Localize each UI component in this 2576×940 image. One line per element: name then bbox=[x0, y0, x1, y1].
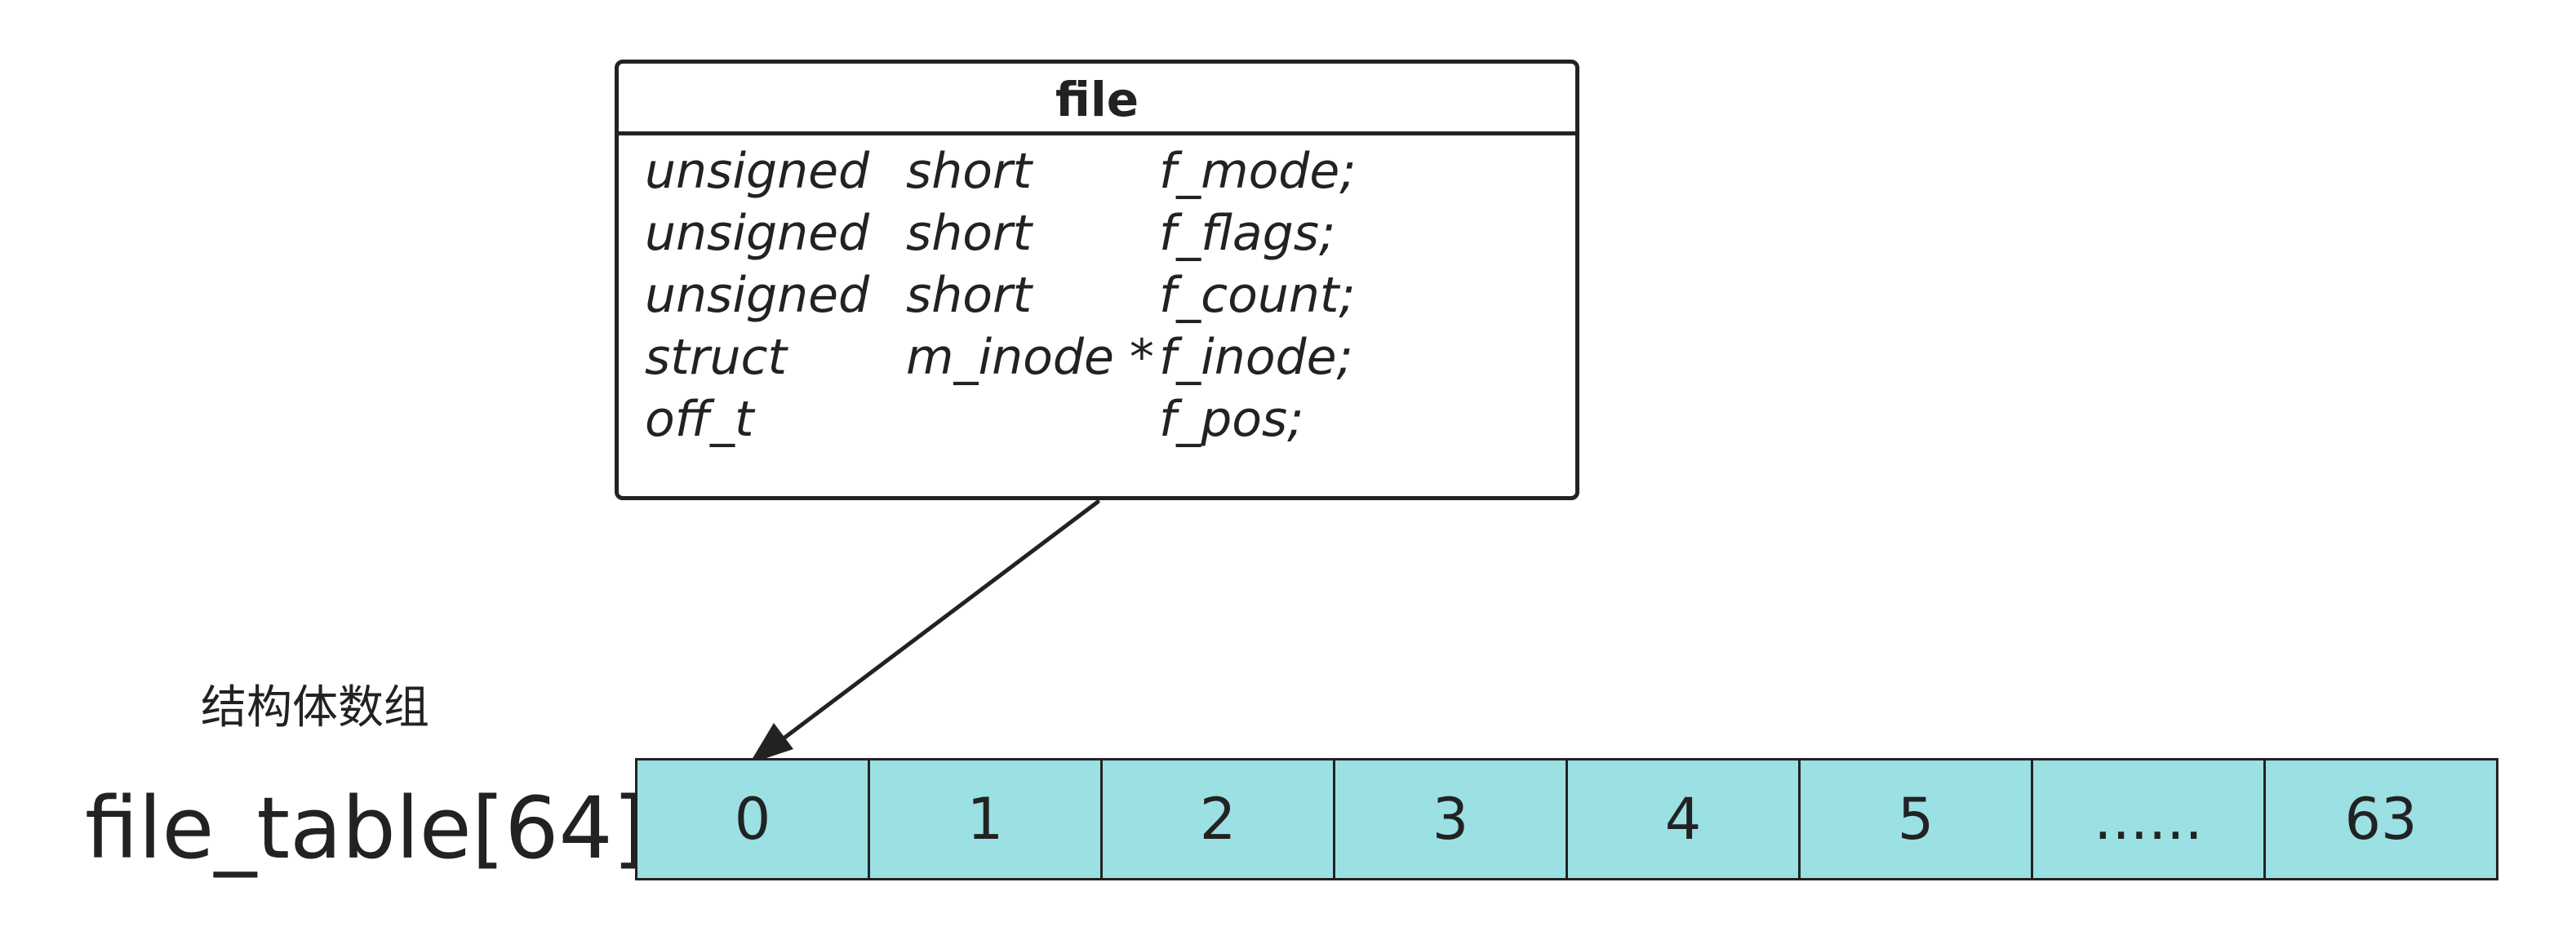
file-struct-box: file unsigned short f_mode; unsigned sho… bbox=[615, 60, 1579, 500]
pointer-arrow-line bbox=[771, 499, 1100, 748]
field-type: off_t bbox=[645, 391, 754, 448]
field-subtype: short bbox=[906, 143, 1033, 200]
array-caption: 结构体数组 bbox=[201, 681, 429, 734]
array-cell: 3 bbox=[1333, 758, 1568, 880]
array-cell: 63 bbox=[2263, 758, 2498, 880]
array-cell: 1 bbox=[868, 758, 1103, 880]
array-cell: 4 bbox=[1566, 758, 1801, 880]
field-name: f_count; bbox=[1159, 267, 1356, 324]
field-name: f_pos; bbox=[1159, 391, 1304, 448]
file-table-array: 0 1 2 3 4 5 ...... 63 bbox=[635, 758, 2498, 880]
field-name: f_inode; bbox=[1159, 329, 1353, 386]
struct-title: file bbox=[619, 64, 1575, 135]
field-type: unsigned bbox=[645, 143, 870, 200]
field-name: f_flags; bbox=[1159, 205, 1336, 262]
array-name-label: file_table[64] bbox=[85, 778, 646, 878]
field-subtype: m_inode * bbox=[906, 329, 1154, 386]
array-cell: 5 bbox=[1798, 758, 2033, 880]
array-cell: ...... bbox=[2031, 758, 2266, 880]
field-name: f_mode; bbox=[1159, 143, 1357, 200]
field-type: struct bbox=[645, 329, 787, 386]
field-type: unsigned bbox=[645, 205, 870, 262]
field-subtype: short bbox=[906, 205, 1033, 262]
field-type: unsigned bbox=[645, 267, 870, 324]
array-cell: 0 bbox=[635, 758, 870, 880]
field-subtype: short bbox=[906, 267, 1033, 324]
array-cell: 2 bbox=[1100, 758, 1335, 880]
